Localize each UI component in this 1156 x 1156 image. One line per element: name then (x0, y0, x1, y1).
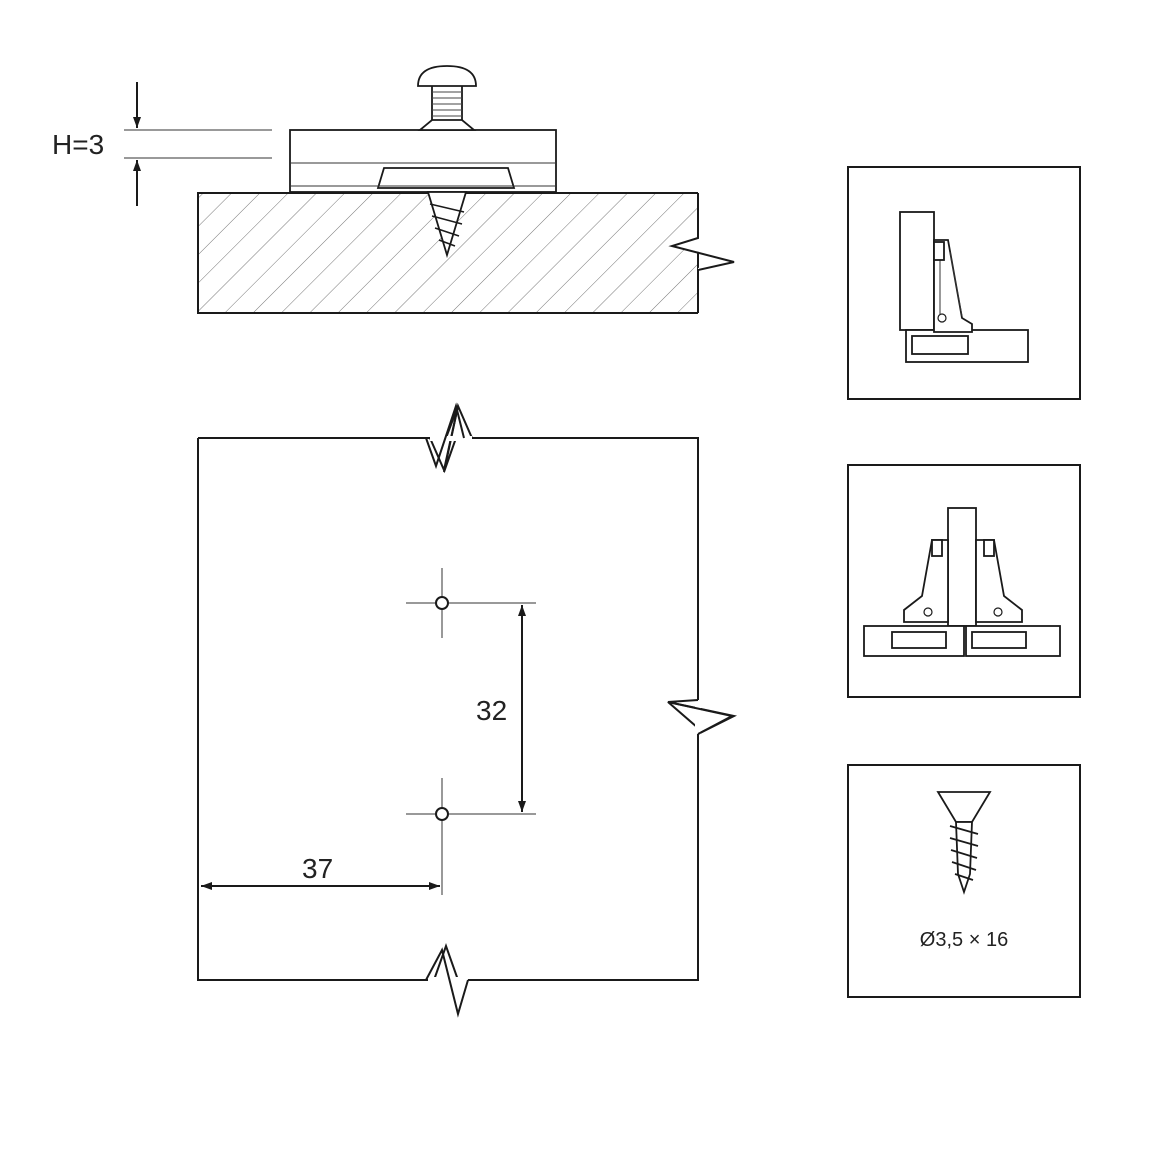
drill-hole-bottom (406, 778, 536, 895)
hinge-side-view-panel (847, 166, 1081, 400)
section-view: H=3 (52, 65, 740, 315)
break-mark-right-top (672, 191, 740, 315)
height-label: H=3 (52, 129, 104, 160)
edge-distance-label: 37 (302, 853, 333, 884)
hinge-side-view-icon (899, 211, 1029, 363)
hinge-pair-panel (847, 464, 1081, 698)
drill-hole-top (406, 568, 536, 638)
screw-panel: Ø3,5 × 16 (847, 764, 1081, 998)
hinge-pair-icon (863, 507, 1061, 657)
mounting-plate (289, 65, 557, 259)
screw-icon (936, 791, 992, 895)
panel-outline (197, 405, 738, 981)
front-view: 32 37 (197, 402, 738, 1018)
vertical-spacing-label: 32 (476, 695, 507, 726)
height-dimension (124, 82, 272, 206)
screw-spec-label: Ø3,5 × 16 (920, 929, 1008, 951)
